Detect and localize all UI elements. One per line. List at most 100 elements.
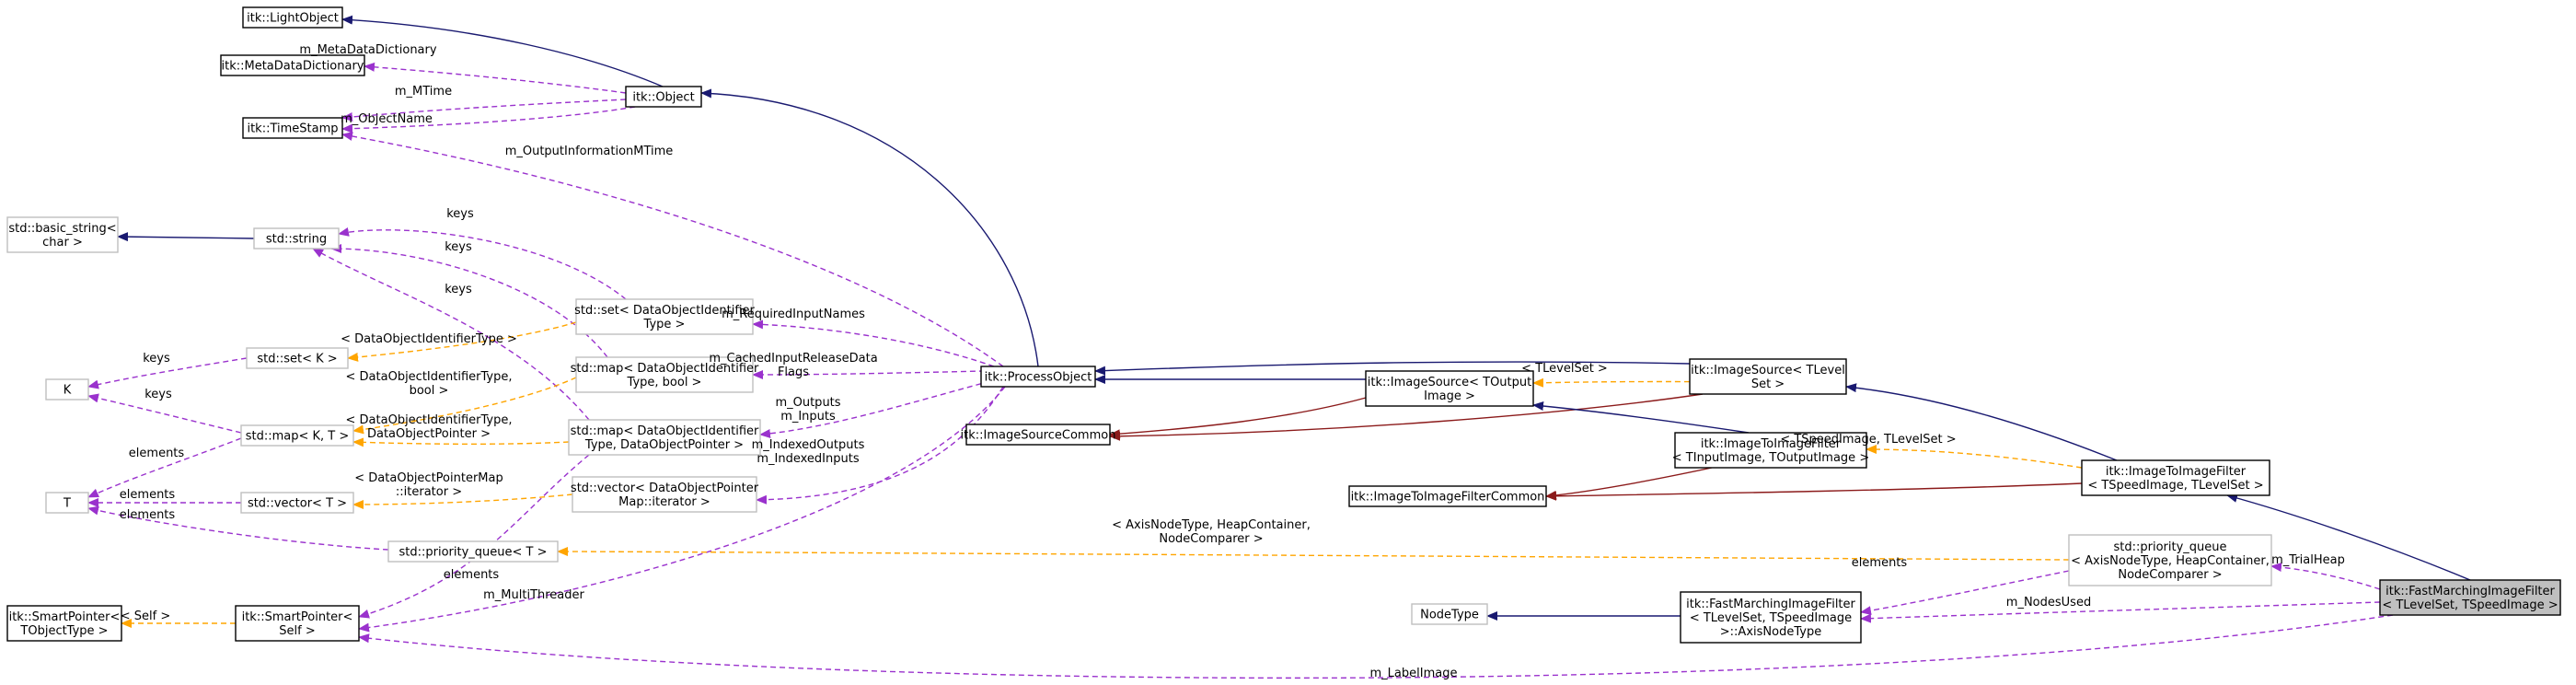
edge-inh-5	[117, 232, 255, 242]
edge-label-nodes-used: m_NodesUsed	[2006, 596, 2091, 610]
edge-m-output-information-mtime	[341, 132, 1004, 367]
class-node-smart-pointer-self[interactable]: itk::SmartPointer<Self >	[235, 605, 360, 642]
class-node-priority-queue-axis[interactable]: std::priority_queue< AxisNodeType, HeapC…	[2068, 534, 2272, 586]
class-node-image-source-common[interactable]: itk::ImageSourceCommon	[961, 424, 1116, 446]
edge-label-tlevelset: < TLevelSet >	[1521, 362, 1608, 376]
class-name: std::priority_queue< AxisNodeType, HeapC…	[2071, 540, 2270, 582]
edge-label-keys-map-bool: keys	[445, 240, 472, 254]
class-name: itk::SmartPointer<TObjectType >	[9, 610, 121, 638]
class-name: itk::Object	[632, 91, 694, 105]
edge-label-label-image: m_LabelImage	[1370, 667, 1458, 680]
edge-label-required-input-names: m_RequiredInputNames	[722, 308, 865, 321]
edge-cached-input-release	[752, 369, 986, 379]
class-node-node-type[interactable]: NodeType	[1411, 603, 1488, 625]
edge-required-input-names	[752, 319, 995, 367]
edge-keys-k-set	[87, 357, 248, 389]
class-node-image-to-image-common[interactable]: itk::ImageToImageFilterCommon	[1348, 485, 1547, 507]
edge-label-self-tmpl: < Self >	[121, 610, 171, 623]
class-node-map-k-t[interactable]: std::map< K, T >	[240, 424, 354, 447]
edge-m-mtime	[341, 99, 627, 122]
class-name: std::string	[266, 233, 327, 247]
edge-inh-31	[1532, 401, 1750, 434]
edge-doid-map-iter	[352, 493, 573, 509]
edge-label-elements-axis: elements	[1852, 556, 1908, 570]
class-name: itk::ProcessObject	[985, 371, 1092, 385]
class-name: itk::FastMarchingImageFilter< TLevelSet,…	[2382, 585, 2558, 612]
edge-label-doid-type: < DataObjectIdentifierType >	[341, 332, 517, 346]
edge-elements-map	[87, 437, 242, 498]
edge-tlevelset	[1532, 377, 1847, 388]
edge-doid-bool	[352, 377, 577, 435]
class-node-set-k[interactable]: std::set< K >	[246, 347, 349, 369]
class-name: itk::ImageSourceCommon	[961, 429, 1116, 443]
edge-label-tspeed-tlevel: < TSpeedImage, TLevelSet >	[1780, 433, 1956, 447]
edge-meta-data-dictionary	[364, 62, 627, 94]
edge-label-axis-heap-comparer: < AxisNodeType, HeapContainer,NodeCompar…	[1112, 518, 1311, 546]
class-name: itk::ImageToImageFilter< TInputImage, TO…	[1672, 437, 1869, 465]
edge-label-trial-heap: m_TrialHeap	[2271, 553, 2345, 567]
class-name: itk::FastMarchingImageFilter< TLevelSet,…	[1686, 598, 1855, 639]
class-node-k[interactable]: K	[45, 378, 89, 401]
class-name: std::map< K, T >	[246, 430, 350, 444]
class-node-light-object[interactable]: itk::LightObject	[242, 6, 343, 29]
edge-trial-heap	[2270, 563, 2381, 590]
edge-nodes-used	[1860, 601, 2381, 623]
class-node-basic-string[interactable]: std::basic_string<char >	[6, 216, 119, 253]
edge-label-m-object-name: m_ObjectName	[341, 112, 433, 126]
class-node-image-to-image-in-out[interactable]: itk::ImageToImageFilter< TInputImage, TO…	[1672, 432, 1869, 469]
class-name: std::priority_queue< T >	[399, 546, 547, 560]
edge-m-object-name	[341, 106, 636, 134]
edge-keys-map-ptr	[312, 248, 590, 421]
edge-label-meta-data-dictionary: m_MetaDataDictionary	[299, 43, 436, 57]
edge-priv-29	[1109, 393, 1704, 441]
class-node-vector-t[interactable]: std::vector< T >	[240, 492, 354, 514]
edge-tspeed-tlevel	[1866, 445, 2083, 469]
edge-label-doid-bool: < DataObjectIdentifierType,bool >	[346, 370, 513, 398]
edge-label-elements-vector: elements	[120, 488, 176, 502]
edge-elements-pq	[87, 505, 389, 551]
edge-label-elements-pq: elements	[120, 508, 176, 522]
class-node-smart-pointer-t[interactable]: itk::SmartPointer<TObjectType >	[6, 605, 122, 642]
class-node-meta-data-dictionary[interactable]: itk::MetaDataDictionary	[220, 54, 365, 76]
edge-label-image	[358, 614, 2394, 679]
edge-inh-34	[1845, 383, 2118, 461]
class-node-t[interactable]: T	[45, 492, 89, 514]
class-name: itk::SmartPointer<Self >	[242, 610, 353, 638]
edge-inh-36	[2226, 493, 2471, 581]
class-name: T	[63, 497, 71, 511]
class-node-axis-node-type[interactable]: itk::FastMarchingImageFilter< TLevelSet,…	[1680, 591, 1862, 644]
class-node-std-string[interactable]: std::string	[253, 227, 340, 250]
edge-multi-threader	[358, 386, 1006, 633]
class-node-object[interactable]: itk::Object	[625, 86, 702, 108]
edge-inh-0	[341, 15, 664, 87]
edge-label-m-mtime: m_MTime	[395, 85, 452, 99]
class-node-fast-marching[interactable]: itk::FastMarchingImageFilter< TLevelSet,…	[2379, 579, 2561, 616]
class-node-image-to-image-speed-level[interactable]: itk::ImageToImageFilter< TSpeedImage, TL…	[2081, 459, 2270, 496]
edge-label-keys-k-set: keys	[143, 352, 170, 366]
edge-label-elements-smart: elements	[444, 568, 500, 582]
class-node-process-object[interactable]: itk::ProcessObject	[980, 366, 1096, 388]
class-node-priority-queue-t[interactable]: std::priority_queue< T >	[387, 540, 559, 563]
edge-label-elements-map: elements	[129, 447, 185, 460]
edge-doid-ptr	[352, 437, 570, 447]
class-node-time-stamp[interactable]: itk::TimeStamp	[242, 117, 343, 139]
class-name: itk::LightObject	[247, 12, 339, 26]
class-name: K	[64, 384, 72, 398]
class-name: itk::ImageToImageFilterCommon	[1351, 491, 1545, 505]
edge-label-m-output-information-mtime: m_OutputInformationMTime	[505, 145, 674, 158]
